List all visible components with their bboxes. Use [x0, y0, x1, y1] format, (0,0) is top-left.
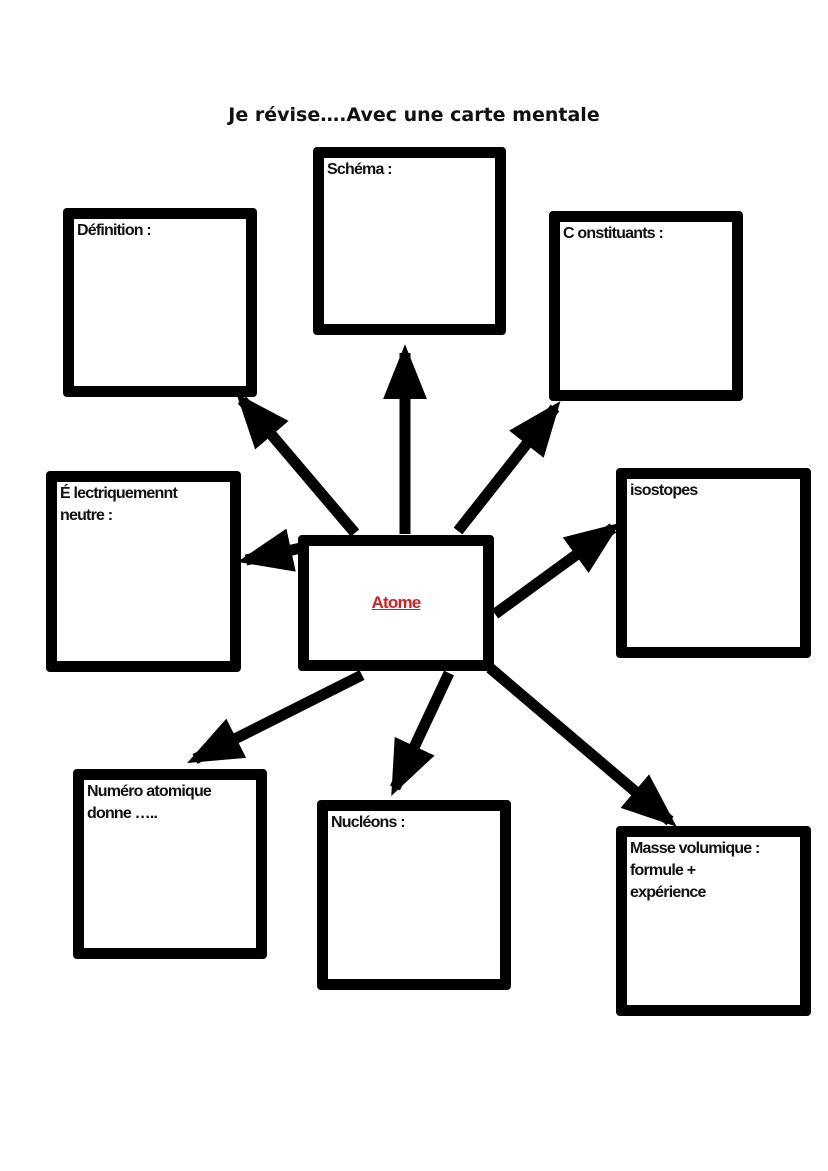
- box-definition-label: Définition :: [77, 222, 152, 239]
- box-electriquement-label: É lectriquemennt neutre :: [60, 485, 178, 524]
- page-title: Je révise….Avec une carte mentale: [228, 104, 600, 126]
- arrow-to-masse: [486, 663, 677, 827]
- arrow-to-nucleons: [390, 670, 454, 796]
- box-definition[interactable]: Définition :: [63, 208, 257, 397]
- box-nucleons[interactable]: Nucléons :: [317, 800, 511, 990]
- box-masse-volumique[interactable]: Masse volumique : formule + expérience: [616, 826, 811, 1016]
- arrow-to-numero: [187, 670, 365, 764]
- box-isotopes[interactable]: isostopes: [616, 468, 811, 658]
- arrow-to-definition: [236, 393, 360, 537]
- box-atome-center[interactable]: Atome: [298, 535, 494, 671]
- box-numero-atomique[interactable]: Numéro atomique donne …..: [73, 769, 267, 959]
- box-nucleons-label: Nucléons :: [331, 814, 406, 831]
- box-schema[interactable]: Schéma :: [313, 147, 506, 335]
- box-isotopes-label: isostopes: [630, 482, 698, 499]
- center-label-atome: Atome: [371, 593, 422, 612]
- arrow-to-constituants: [453, 401, 561, 535]
- arrow-to-isotopes: [491, 522, 621, 619]
- box-constituants[interactable]: C onstituants :: [549, 211, 743, 401]
- arrow-to-electriquement: [237, 528, 303, 572]
- box-numero-label: Numéro atomique donne …..: [87, 783, 212, 822]
- box-masse-label: Masse volumique : formule + expérience: [630, 840, 760, 901]
- box-electriquement-neutre[interactable]: É lectriquemennt neutre :: [46, 471, 241, 672]
- box-schema-label: Schéma :: [327, 161, 393, 178]
- box-constituants-label: C onstituants :: [563, 225, 664, 242]
